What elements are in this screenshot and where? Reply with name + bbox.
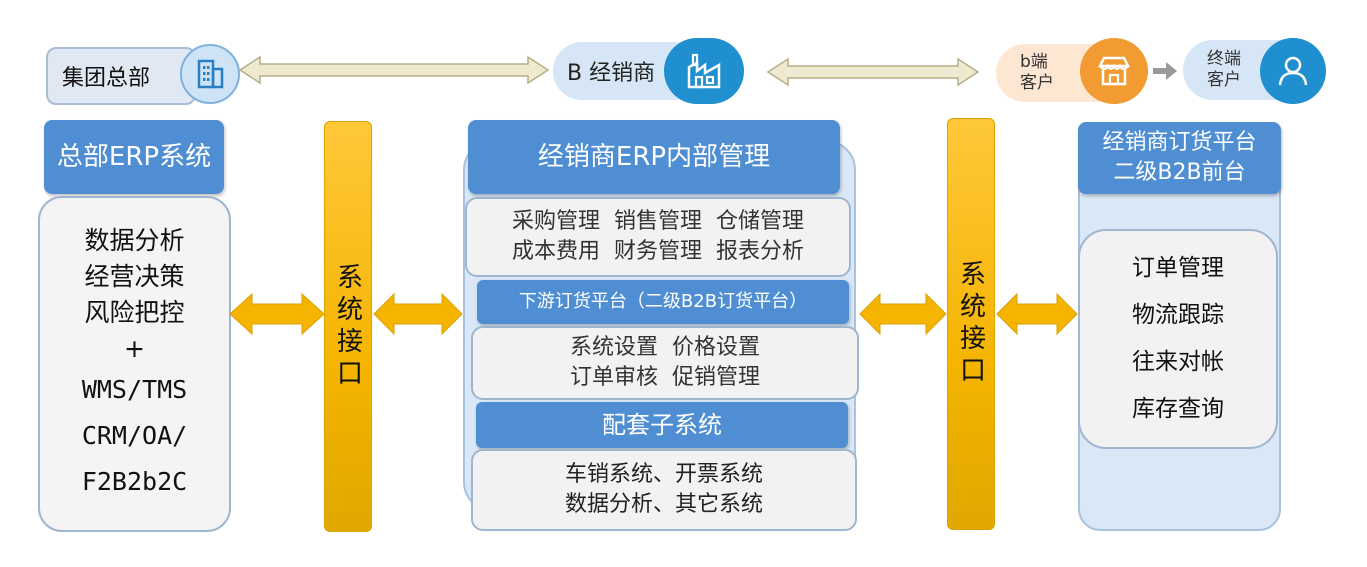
dealer-modules-line: 采购管理 销售管理 仓储管理 (512, 209, 804, 234)
dealer-settings-card: 系统设置 价格设置 订单审核 促销管理 (471, 326, 859, 400)
subsystems-line: 车销系统、开票系统 (564, 462, 763, 487)
ordering-items-card: 订单管理 物流跟踪 往来对帐 库存查询 (1078, 229, 1278, 449)
subsystems-line: 数据分析、其它系统 (564, 492, 763, 517)
hq-erp-card: 数据分析 经营决策 风险把控 + WMS/TMS CRM/OA/ F2B2b2C (38, 196, 231, 532)
end-client-line1: 终端 (1207, 49, 1241, 69)
interface-left: 系统接口 (324, 121, 372, 532)
dealer-settings-line: 订单审核 促销管理 (570, 365, 760, 390)
user-icon (1260, 38, 1326, 104)
double-arrow-2 (372, 292, 464, 336)
ordering-item: 物流跟踪 (1132, 302, 1224, 328)
dealer-modules-card: 采购管理 销售管理 仓储管理 成本费用 财务管理 报表分析 (465, 197, 851, 277)
ordering-platform-title: 经销商订货平台 二级B2B前台 (1078, 122, 1281, 194)
dealer-erp-title-text: 经销商ERP内部管理 (537, 142, 771, 172)
ordering-item: 往来对帐 (1132, 349, 1224, 375)
hq-erp-line: WMS/TMS (81, 375, 188, 404)
hq-erp-title: 总部ERP系统 (44, 120, 224, 194)
hq-erp-line: 风险把控 (84, 298, 185, 327)
b-client-line1: b端 (1020, 52, 1048, 72)
dealer-label: B 经销商 (567, 61, 656, 86)
ordering-title-line: 二级B2B前台 (1113, 160, 1246, 185)
hq-erp-line: + (124, 334, 145, 363)
hq-erp-line: CRM/OA/ (81, 421, 188, 450)
downstream-platform-text: 下游订货平台（二级B2B订货平台） (518, 291, 808, 312)
hq-erp-line: 经营决策 (84, 262, 185, 291)
double-arrow-4 (995, 292, 1079, 336)
shop-icon (1080, 38, 1148, 104)
end-client-line2: 客户 (1207, 70, 1241, 90)
ordering-item: 库存查询 (1132, 396, 1224, 422)
client-arrow (1152, 60, 1178, 82)
subsystems-title-text: 配套子系统 (602, 411, 722, 439)
interface-right: 系统接口 (947, 118, 995, 530)
subsystems-title: 配套子系统 (476, 402, 848, 448)
top-arrow-right (766, 57, 980, 87)
double-arrow-3 (858, 292, 948, 336)
hq-erp-line: F2B2b2C (81, 467, 188, 496)
double-arrow-1 (228, 292, 326, 336)
hq-label: 集团总部 (62, 66, 151, 91)
dealer-settings-line: 系统设置 价格设置 (570, 335, 760, 360)
factory-icon (664, 38, 744, 104)
interface-left-label: 系统接口 (332, 262, 363, 391)
hq-node: 集团总部 (46, 47, 196, 105)
dealer-modules-line: 成本费用 财务管理 报表分析 (512, 239, 804, 264)
building-icon (180, 44, 240, 104)
ordering-title-line: 经销商订货平台 (1102, 130, 1257, 155)
hq-erp-line: 数据分析 (84, 226, 185, 255)
interface-right-label: 系统接口 (955, 260, 986, 388)
dealer-erp-title: 经销商ERP内部管理 (468, 120, 840, 194)
downstream-platform-title: 下游订货平台（二级B2B订货平台） (477, 280, 849, 324)
ordering-item: 订单管理 (1132, 255, 1224, 281)
b-client-line2: 客户 (1020, 73, 1054, 93)
subsystems-card: 车销系统、开票系统 数据分析、其它系统 (471, 449, 857, 531)
top-arrow-left (238, 55, 550, 85)
hq-erp-title-text: 总部ERP系统 (56, 142, 212, 172)
